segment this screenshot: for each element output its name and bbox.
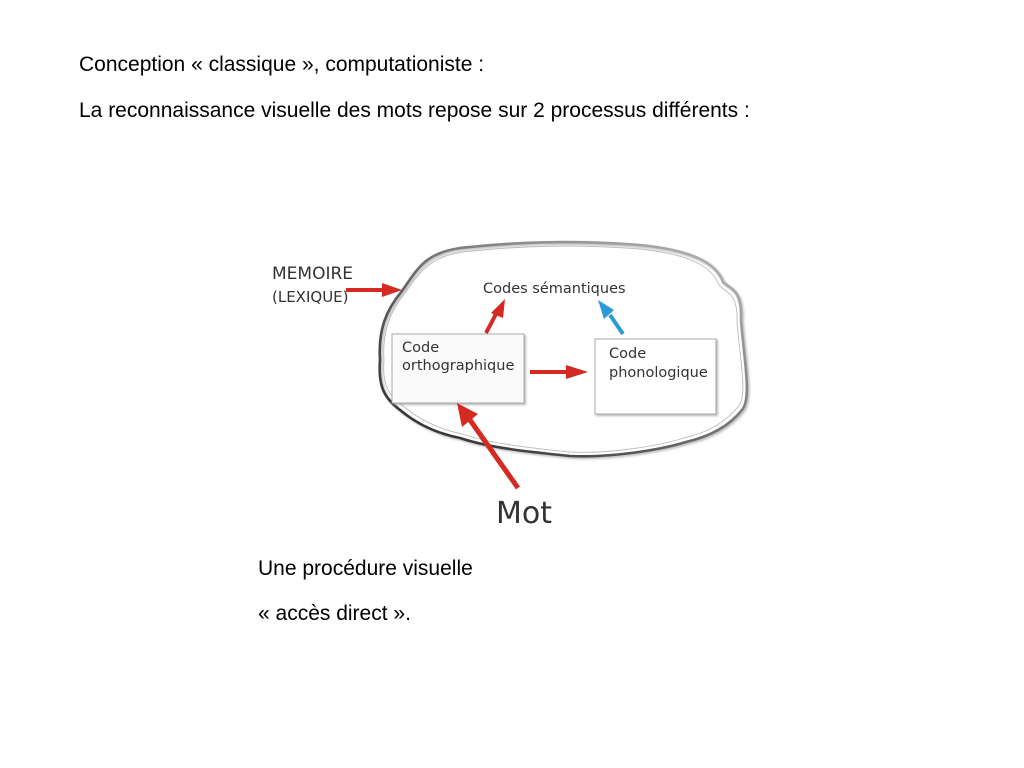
- orthographic-to-phonological-arrow: [530, 365, 588, 379]
- memory-arrow: [346, 283, 402, 297]
- orthographic-code-label-line1: Code: [402, 340, 439, 356]
- orthographic-code-label-line2: orthographique: [402, 358, 514, 374]
- memory-cloud: [378, 240, 749, 458]
- memory-sublabel: (LEXIQUE): [272, 288, 349, 306]
- caption-line-2: « accès direct ».: [258, 602, 411, 625]
- orthographic-to-semantic-arrow: [484, 299, 505, 334]
- phonological-code-label-line1: Code: [609, 346, 646, 362]
- phonological-code-label-line2: phonologique: [609, 365, 708, 381]
- phonological-code-box: Code phonologique: [594, 338, 717, 415]
- orthographic-code-box: Code orthographique: [391, 333, 525, 404]
- heading-line-2: La reconnaissance visuelle des mots repo…: [79, 99, 750, 122]
- semantic-codes-label: Codes sémantiques: [483, 281, 626, 297]
- caption-line-1: Une procédure visuelle: [258, 557, 473, 580]
- heading-line-1: Conception « classique », computationist…: [79, 53, 485, 76]
- word-label: Mot: [496, 496, 552, 531]
- memory-label: MEMOIRE: [272, 264, 353, 284]
- word-input-arrow: [457, 403, 521, 490]
- phonological-to-semantic-arrow: [598, 300, 625, 336]
